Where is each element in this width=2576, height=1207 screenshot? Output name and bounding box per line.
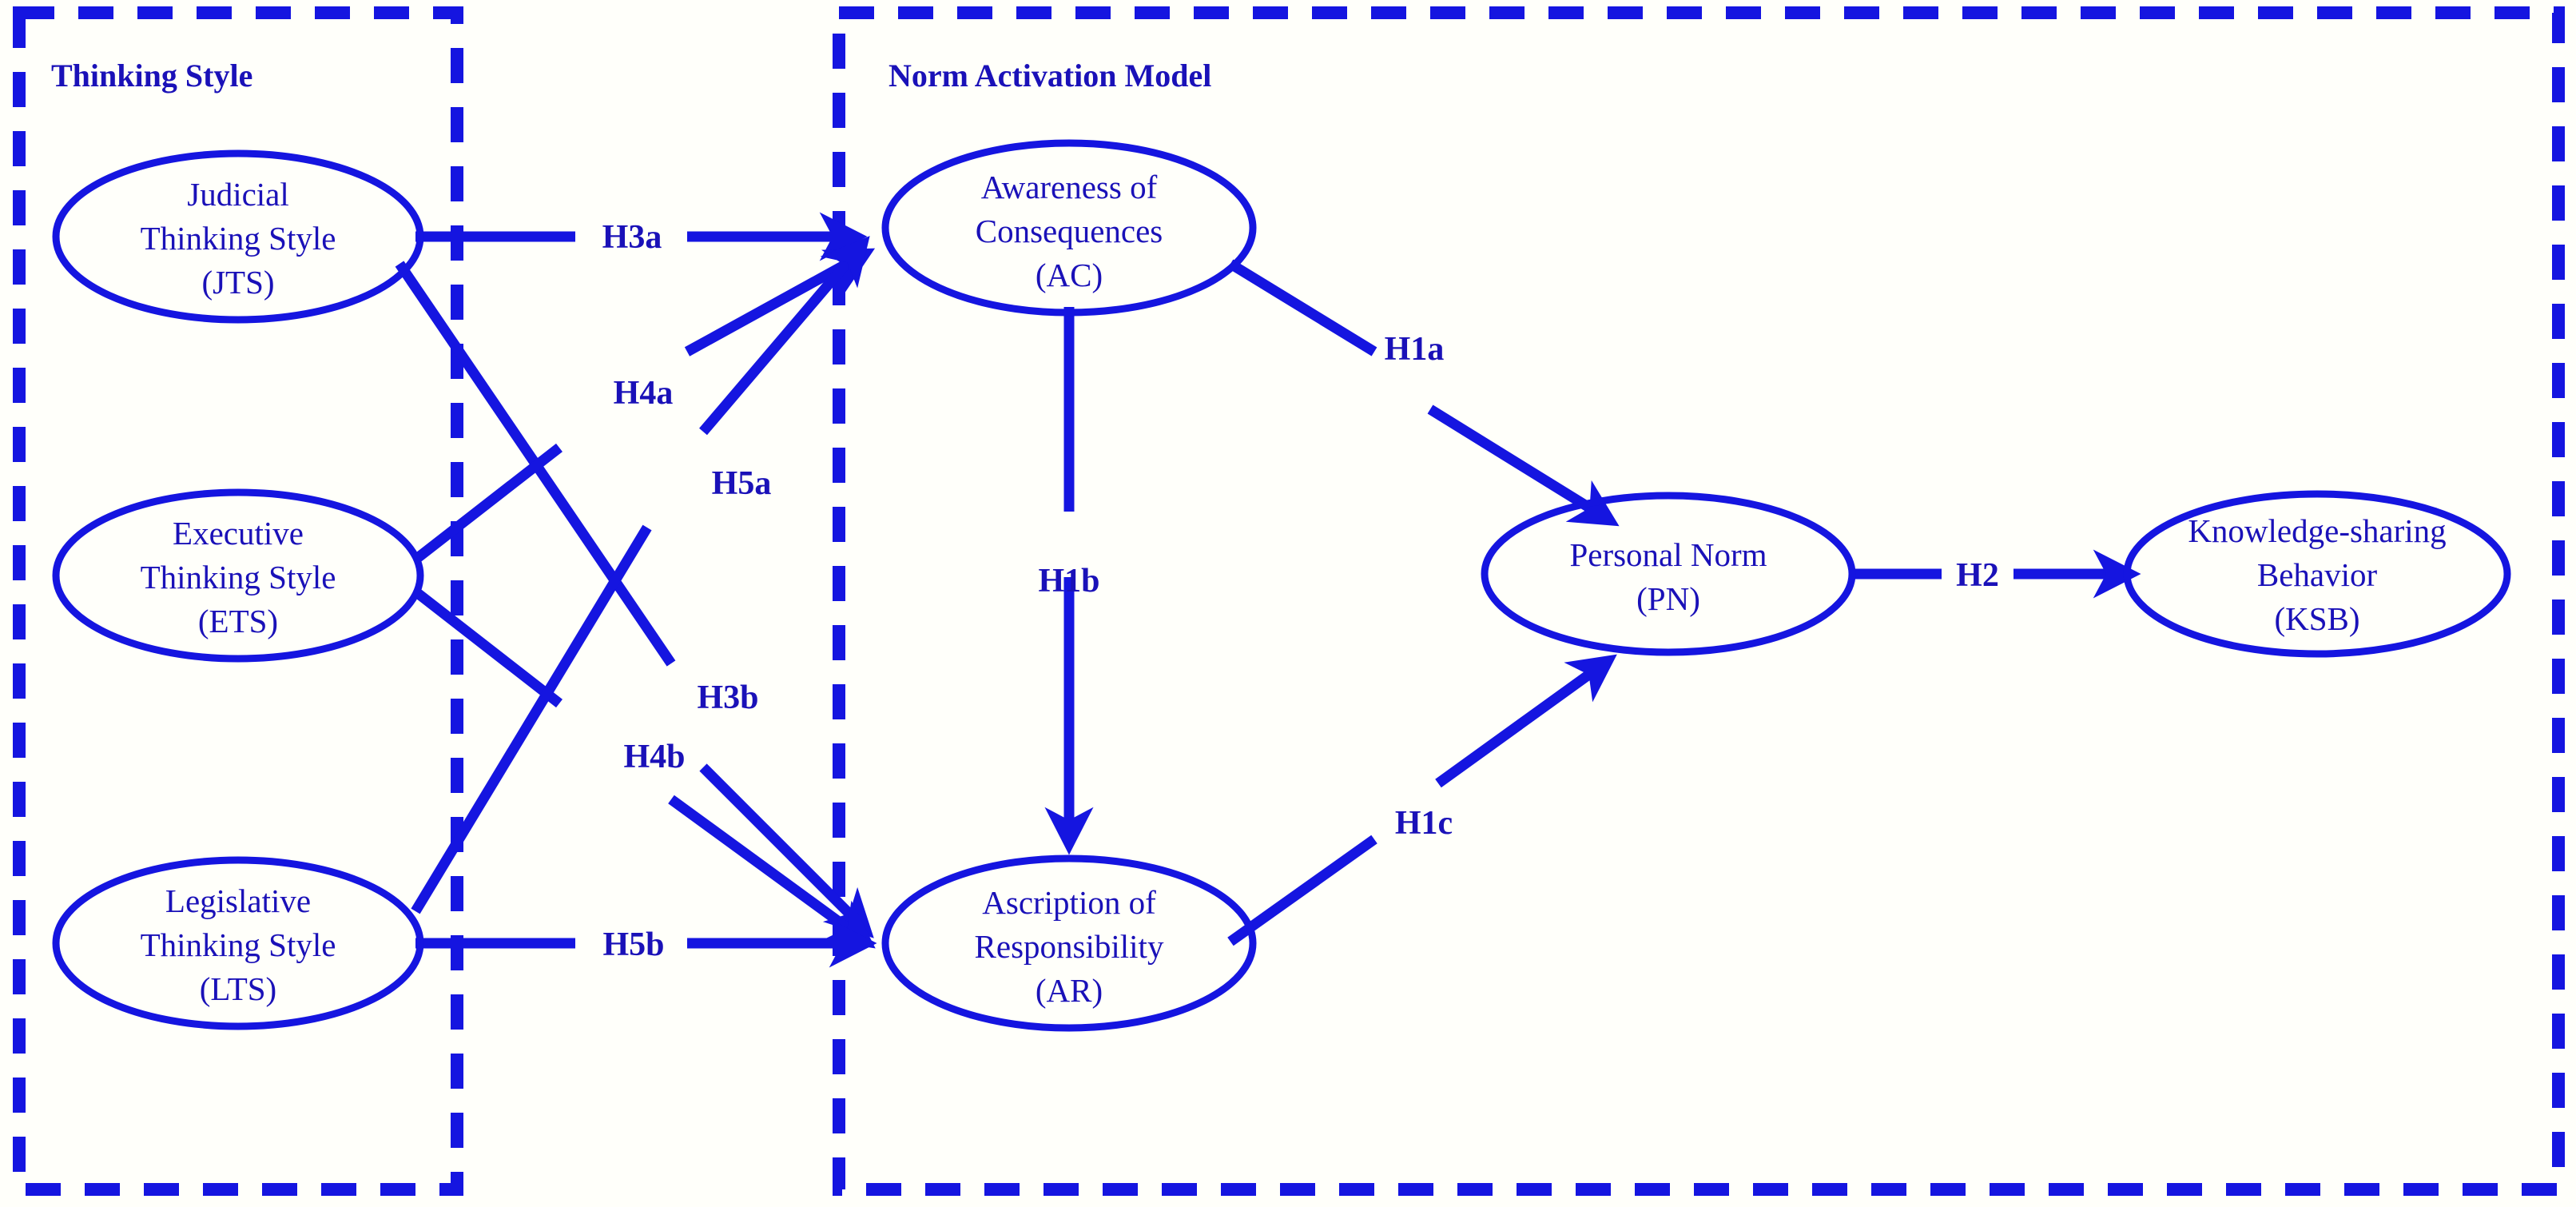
node-ets-ellipse — [52, 488, 424, 663]
node-ac[interactable]: Awareness of Consequences (AC) — [881, 139, 1257, 317]
edge-label-h1c: H1c — [1395, 805, 1453, 842]
edge-h1a — [1227, 259, 1620, 527]
node-ar[interactable]: Ascription of Responsibility (AR) — [881, 854, 1257, 1032]
node-ksb-line-3: (KSB) — [2274, 600, 2359, 637]
edge-label-h4a: H4a — [614, 375, 674, 412]
edge-label-h5b: H5b — [602, 926, 664, 963]
edge-label-h3b: H3b — [697, 679, 758, 716]
node-ksb-ellipse — [2123, 490, 2511, 658]
node-lts-line-2: Thinking Style — [141, 926, 336, 963]
node-ar-ellipse — [881, 854, 1257, 1032]
node-ksb-line-1: Knowledge-sharing — [2188, 512, 2446, 549]
node-ac-line-2: Consequences — [976, 213, 1163, 249]
node-pn-line-1: Personal Norm — [1569, 536, 1767, 573]
node-jts-line-1: Judicial — [187, 176, 289, 213]
node-ets-line-1: Executive — [173, 515, 304, 552]
node-lts-ellipse — [52, 856, 424, 1030]
node-ar-line-1: Ascription of — [982, 884, 1156, 921]
node-lts-line-1: Legislative — [165, 882, 311, 919]
group-title-norm-activation-model: Norm Activation Model — [888, 58, 1211, 94]
edge-label-h3a: H3a — [602, 219, 662, 256]
edge-label-h1a: H1a — [1385, 331, 1445, 368]
edge-label-h5a: H5a — [712, 465, 772, 502]
node-ksb[interactable]: Knowledge-sharing Behavior (KSB) — [2123, 490, 2511, 658]
node-ksb-line-2: Behavior — [2257, 556, 2378, 593]
edge-label-h2: H2 — [1956, 557, 1999, 594]
node-jts[interactable]: Judicial Thinking Style (JTS) — [52, 149, 424, 324]
node-ac-ellipse — [881, 139, 1257, 317]
node-ar-line-2: Responsibility — [975, 928, 1164, 965]
group-box-norm-activation-model — [833, 6, 2565, 1196]
node-jts-line-3: (JTS) — [201, 264, 274, 301]
edge-h5a — [411, 236, 870, 914]
node-lts[interactable]: Legislative Thinking Style (LTS) — [52, 856, 424, 1030]
node-ac-line-1: Awareness of — [981, 169, 1158, 205]
node-pn-line-2: (PN) — [1636, 580, 1700, 617]
node-pn[interactable]: Personal Norm (PN) — [1481, 492, 1856, 656]
node-lts-line-3: (LTS) — [200, 970, 276, 1007]
node-pn-ellipse — [1481, 492, 1856, 656]
node-ar-line-3: (AR) — [1036, 972, 1103, 1009]
group-box-thinking-style — [13, 6, 463, 1196]
node-jts-line-2: Thinking Style — [141, 220, 336, 257]
edge-h4b — [412, 587, 876, 949]
node-ets-line-3: (ETS) — [198, 603, 278, 639]
node-ets-line-2: Thinking Style — [141, 559, 336, 596]
node-ac-line-3: (AC) — [1036, 257, 1103, 293]
node-ets[interactable]: Executive Thinking Style (ETS) — [52, 488, 424, 663]
group-title-thinking-style: Thinking Style — [51, 58, 252, 94]
edge-h1c — [1227, 654, 1617, 946]
edge-label-h1b: H1b — [1038, 563, 1099, 600]
node-jts-ellipse — [52, 149, 424, 324]
edge-label-h4b: H4b — [623, 739, 685, 775]
